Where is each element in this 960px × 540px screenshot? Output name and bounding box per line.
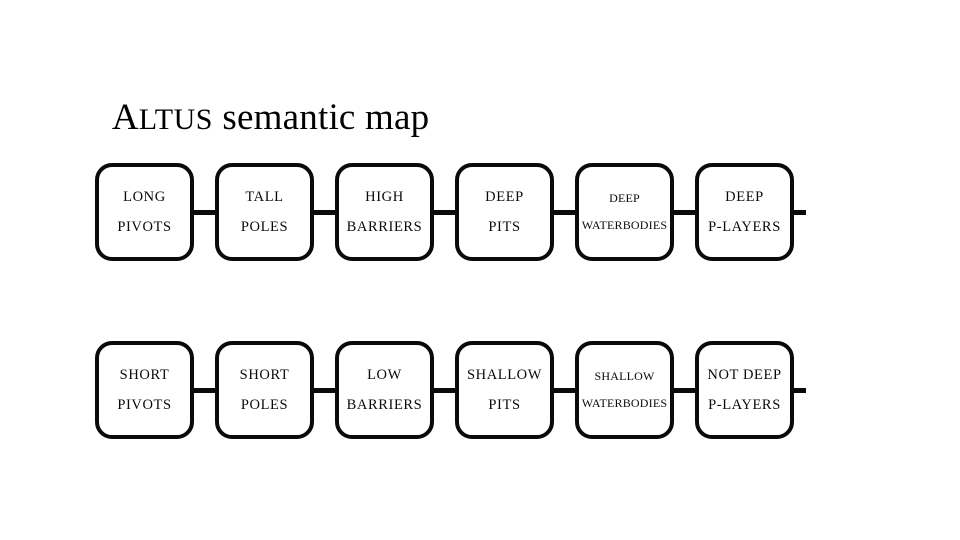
node-box-shallow-pits[interactable]: SHALLOW PITS [455,341,554,439]
node-label-line1: SHORT [239,367,290,383]
node-box-low-barriers[interactable]: LOW BARRIERS [335,341,434,439]
connector-line [434,387,455,393]
node-box-short-pivots[interactable]: SHORT PIVOTS [95,341,194,439]
node-label-line2: BARRIERS [346,219,423,235]
title-smallcaps-part: LTUS [138,103,213,136]
node-label-line1: SHALLOW [466,367,543,383]
connector-line [554,387,575,393]
page-title: ALTUS semantic map [74,52,429,186]
node-label-line1: SHALLOW [594,369,655,383]
node-box-deep-pits[interactable]: DEEP PITS [455,163,554,261]
connector-line [674,209,695,215]
node-box-short-poles[interactable]: SHORT POLES [215,341,314,439]
node-box-long-pivots[interactable]: LONG PIVOTS [95,163,194,261]
node-box-shallow-waterbodies[interactable]: SHALLOW WATERBODIES [575,341,674,439]
node-label-line1: NOT DEEP [707,367,782,383]
connector-line [194,209,215,215]
connector-line [434,209,455,215]
node-label-line2: WATERBODIES [581,218,668,232]
node-box-deep-waterbodies[interactable]: DEEP WATERBODIES [575,163,674,261]
node-label-line1: HIGH [365,189,404,205]
title-lead-letter: A [111,97,139,138]
connector-line [314,209,335,215]
node-label-line2: BARRIERS [346,397,423,413]
node-label-line1: LOW [367,367,402,383]
title-rest: semantic map [212,97,430,138]
node-label-line2: WATERBODIES [581,396,668,410]
node-label-line1: TALL [245,189,284,205]
node-box-high-barriers[interactable]: HIGH BARRIERS [335,163,434,261]
connector-line [674,387,695,393]
node-label-line2: POLES [240,219,289,235]
node-box-tall-poles[interactable]: TALL POLES [215,163,314,261]
connector-line [194,387,215,393]
node-label-line2: PIVOTS [117,397,172,413]
node-box-deep-p-layers[interactable]: DEEP P-LAYERS [695,163,794,261]
node-label-line1: DEEP [609,191,640,205]
node-box-not-deep-p-layers[interactable]: NOT DEEP P-LAYERS [695,341,794,439]
node-label-line1: DEEP [485,189,524,205]
node-label-line2: P-LAYERS [708,397,781,413]
node-label-line2: PIVOTS [117,219,172,235]
node-label-line1: LONG [123,189,166,205]
node-label-line2: P-LAYERS [708,219,781,235]
node-label-line1: DEEP [725,189,764,205]
node-label-line1: SHORT [119,367,170,383]
connector-line [314,387,335,393]
connector-stub-end [794,209,806,215]
node-label-line2: PITS [488,219,521,235]
node-label-line2: POLES [240,397,289,413]
connector-line [554,209,575,215]
node-chain-bottom-row: SHORT PIVOTS SHORT POLES LOW BARRIERS SHALLOW P… [95,341,806,439]
node-label-line2: PITS [488,397,521,413]
connector-stub-end [794,387,806,393]
